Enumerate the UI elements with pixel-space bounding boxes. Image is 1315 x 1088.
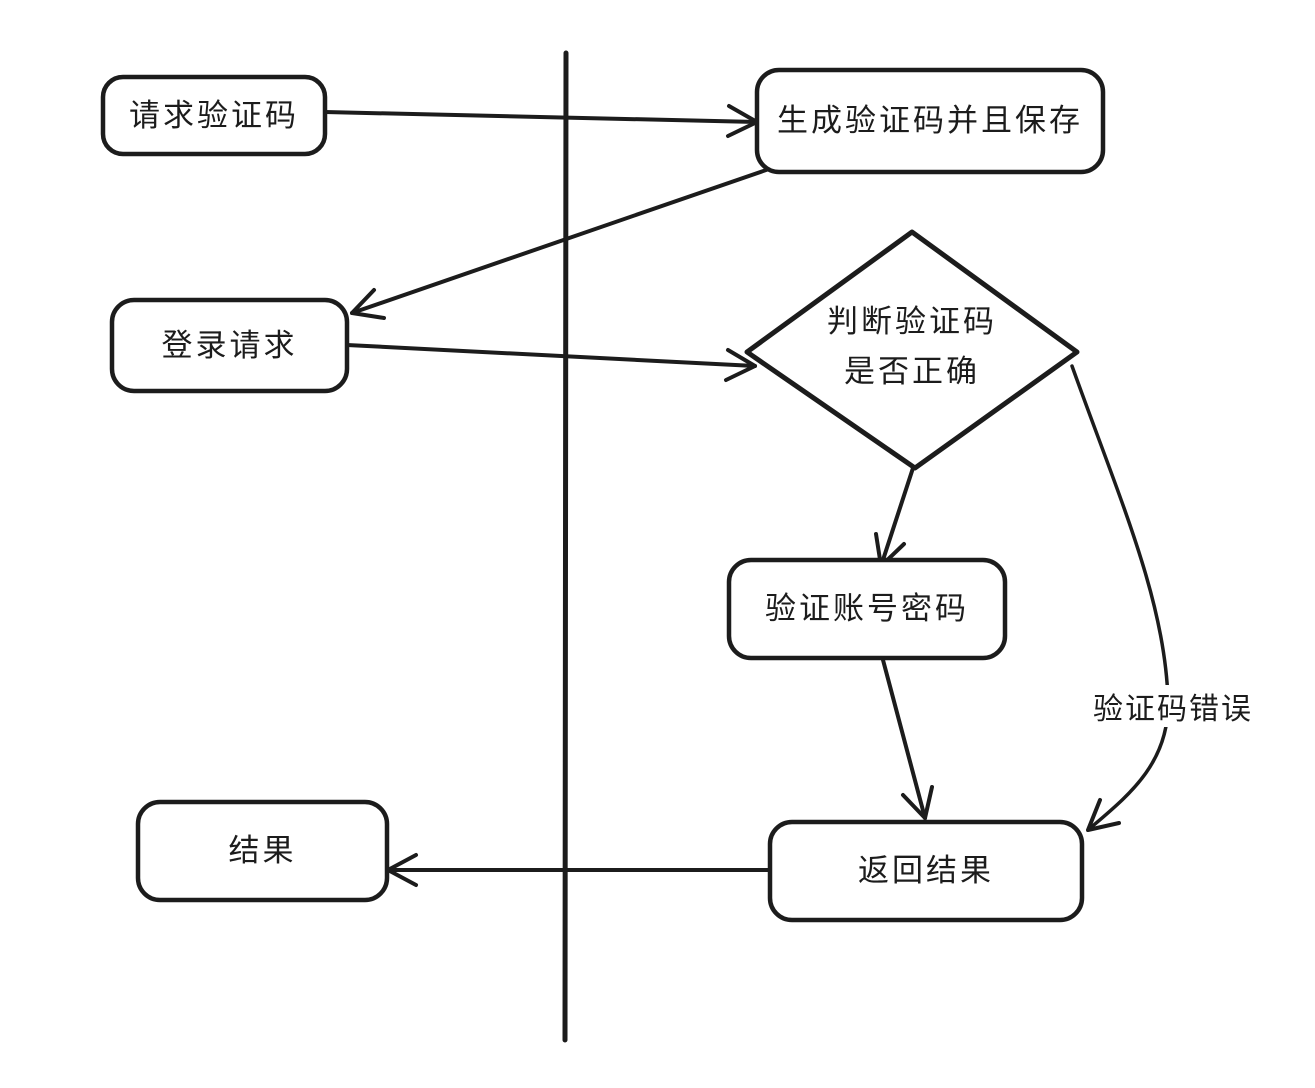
node-generate-captcha-shape	[754, 67, 1106, 175]
edge-verify-to-return-arrowhead-icon	[901, 785, 934, 820]
node-request-captcha-shape	[100, 74, 328, 157]
node-login-request-shape	[109, 297, 350, 394]
edge-captcha-error-arrowhead-icon	[1086, 798, 1121, 832]
node-return-result-shape	[767, 819, 1085, 923]
edge-generate-to-login-arrowhead-icon	[350, 288, 386, 320]
edge-check-to-verify-line	[879, 466, 915, 568]
edge-captcha-error-curve	[1070, 364, 1170, 832]
edge-verify-to-return-line	[881, 658, 927, 820]
node-verify-account-shape	[726, 557, 1008, 661]
edge-login-to-check-arrowhead-icon	[724, 348, 757, 382]
edge-login-to-check-line	[345, 343, 757, 368]
edge-request-to-generate-line	[323, 110, 759, 124]
edge-captcha-error-label: 验证码错误	[1080, 685, 1266, 727]
edge-generate-to-login-line	[350, 157, 800, 315]
node-check-captcha-shape	[744, 229, 1080, 471]
lifeline-separator	[562, 50, 569, 1043]
node-result-shape	[135, 799, 390, 903]
